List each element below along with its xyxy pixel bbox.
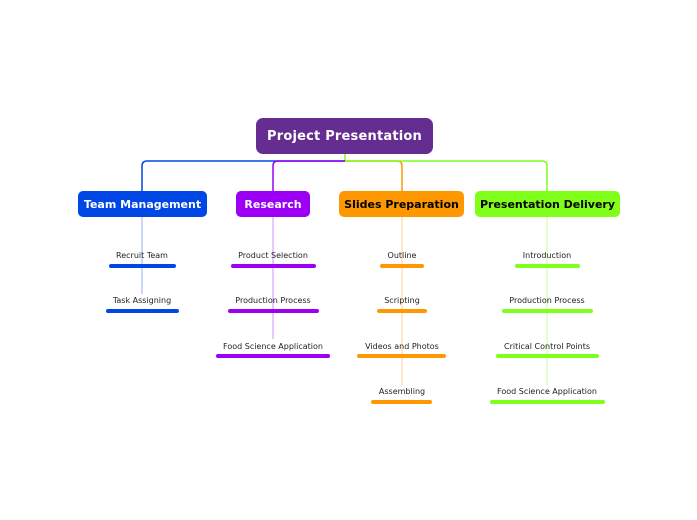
branch-connector-line [345, 160, 403, 191]
leaf-underline [231, 264, 316, 268]
leaf-underline [109, 264, 176, 268]
branch-node-slides-preparation[interactable]: Slides Preparation [339, 191, 464, 217]
leaf-underline [106, 309, 179, 313]
branch-connector-line [141, 160, 345, 191]
root-label: Project Presentation [267, 128, 422, 144]
leaf-videos-and-photos[interactable]: Videos and Photos [365, 342, 439, 351]
leaf-scripting[interactable]: Scripting [384, 296, 420, 305]
branch-label: Slides Preparation [344, 197, 459, 211]
leaf-production-process[interactable]: Production Process [235, 296, 311, 305]
branch-label: Presentation Delivery [479, 197, 616, 211]
leaf-product-selection[interactable]: Product Selection [238, 251, 308, 260]
leaf-outline[interactable]: Outline [387, 251, 417, 260]
leaf-assembling[interactable]: Assembling [378, 387, 426, 396]
root-node[interactable]: Project Presentation [256, 118, 433, 154]
leaf-underline [228, 309, 319, 313]
leaf-underline [380, 264, 424, 268]
leaf-underline [502, 309, 593, 313]
branch-connector-line [345, 160, 548, 191]
leaf-task-assigning[interactable]: Task Assigning [112, 296, 172, 305]
leaf-underline [377, 309, 427, 313]
leaf-food-science-application-2[interactable]: Food Science Application [497, 387, 597, 396]
leaf-underline [357, 354, 446, 358]
branch-node-team-management[interactable]: Team Management [78, 191, 207, 217]
leaf-underline [490, 400, 605, 404]
branch-label: Team Management [83, 197, 202, 211]
leaf-food-science-application[interactable]: Food Science Application [223, 342, 323, 351]
branch-node-presentation-delivery[interactable]: Presentation Delivery [475, 191, 620, 217]
branch-connector-line [272, 160, 345, 191]
leaf-underline [515, 264, 580, 268]
branch-node-research[interactable]: Research [236, 191, 310, 217]
leaf-underline [496, 354, 599, 358]
leaf-production-process-2[interactable]: Production Process [509, 296, 585, 305]
leaf-introduction[interactable]: Introduction [522, 251, 572, 260]
leaf-underline [371, 400, 432, 404]
leaf-recruit-team[interactable]: Recruit Team [116, 251, 168, 260]
leaf-underline [216, 354, 330, 358]
branch-label: Research [244, 197, 302, 211]
leaf-critical-control-points[interactable]: Critical Control Points [503, 342, 591, 351]
